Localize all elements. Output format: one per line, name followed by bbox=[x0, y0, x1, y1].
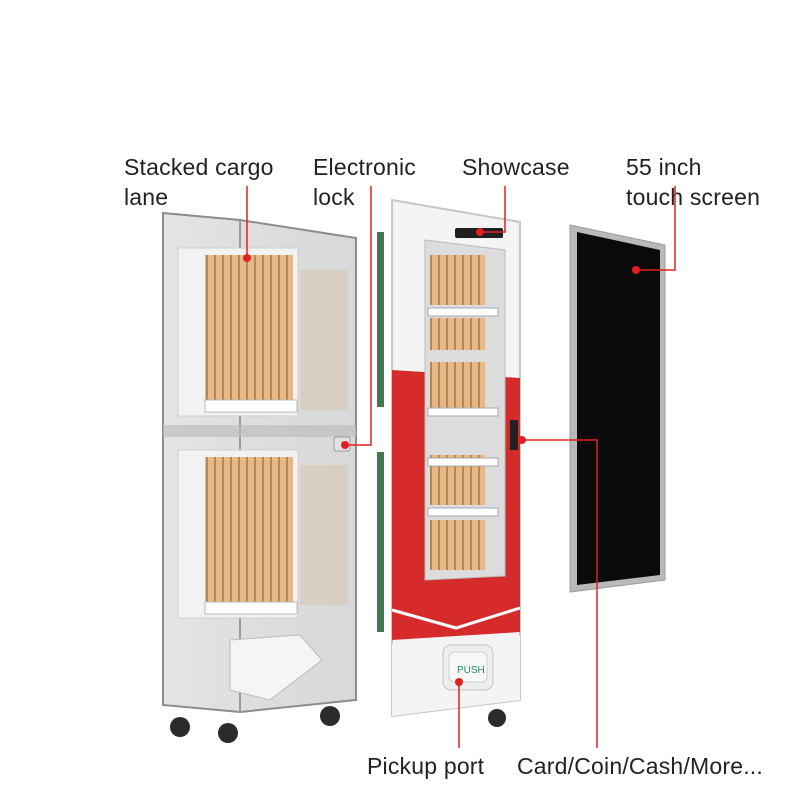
label-payment: Card/Coin/Cash/More... bbox=[517, 753, 763, 779]
label-touch-screen: 55 inch touch screen bbox=[626, 154, 761, 210]
callout-line-screen bbox=[636, 186, 676, 271]
cargo-cabinet bbox=[162, 211, 357, 743]
callout-dot-payment bbox=[518, 436, 526, 444]
push-label: PUSH bbox=[457, 665, 485, 676]
touch-screen bbox=[569, 224, 666, 593]
label-stacked-cargo-lane: Stacked cargo lane bbox=[124, 154, 274, 210]
label-pickup-port: Pickup port bbox=[367, 753, 485, 779]
callout-dot-screen bbox=[632, 266, 640, 274]
side-panel bbox=[377, 452, 384, 632]
showcase-door bbox=[391, 198, 521, 727]
callout-dot-cargo bbox=[243, 254, 251, 262]
callout-dot-showcase bbox=[476, 228, 484, 236]
callout-dot-lock bbox=[341, 441, 349, 449]
label-showcase: Showcase bbox=[462, 154, 570, 180]
callout-line-showcase bbox=[480, 186, 506, 233]
label-electronic-lock: Electronic lock bbox=[313, 154, 416, 210]
callout-line-payment bbox=[522, 439, 598, 748]
callout-line-lock bbox=[345, 186, 372, 446]
callout-dot-pickup bbox=[455, 678, 463, 686]
side-panel bbox=[377, 232, 384, 407]
